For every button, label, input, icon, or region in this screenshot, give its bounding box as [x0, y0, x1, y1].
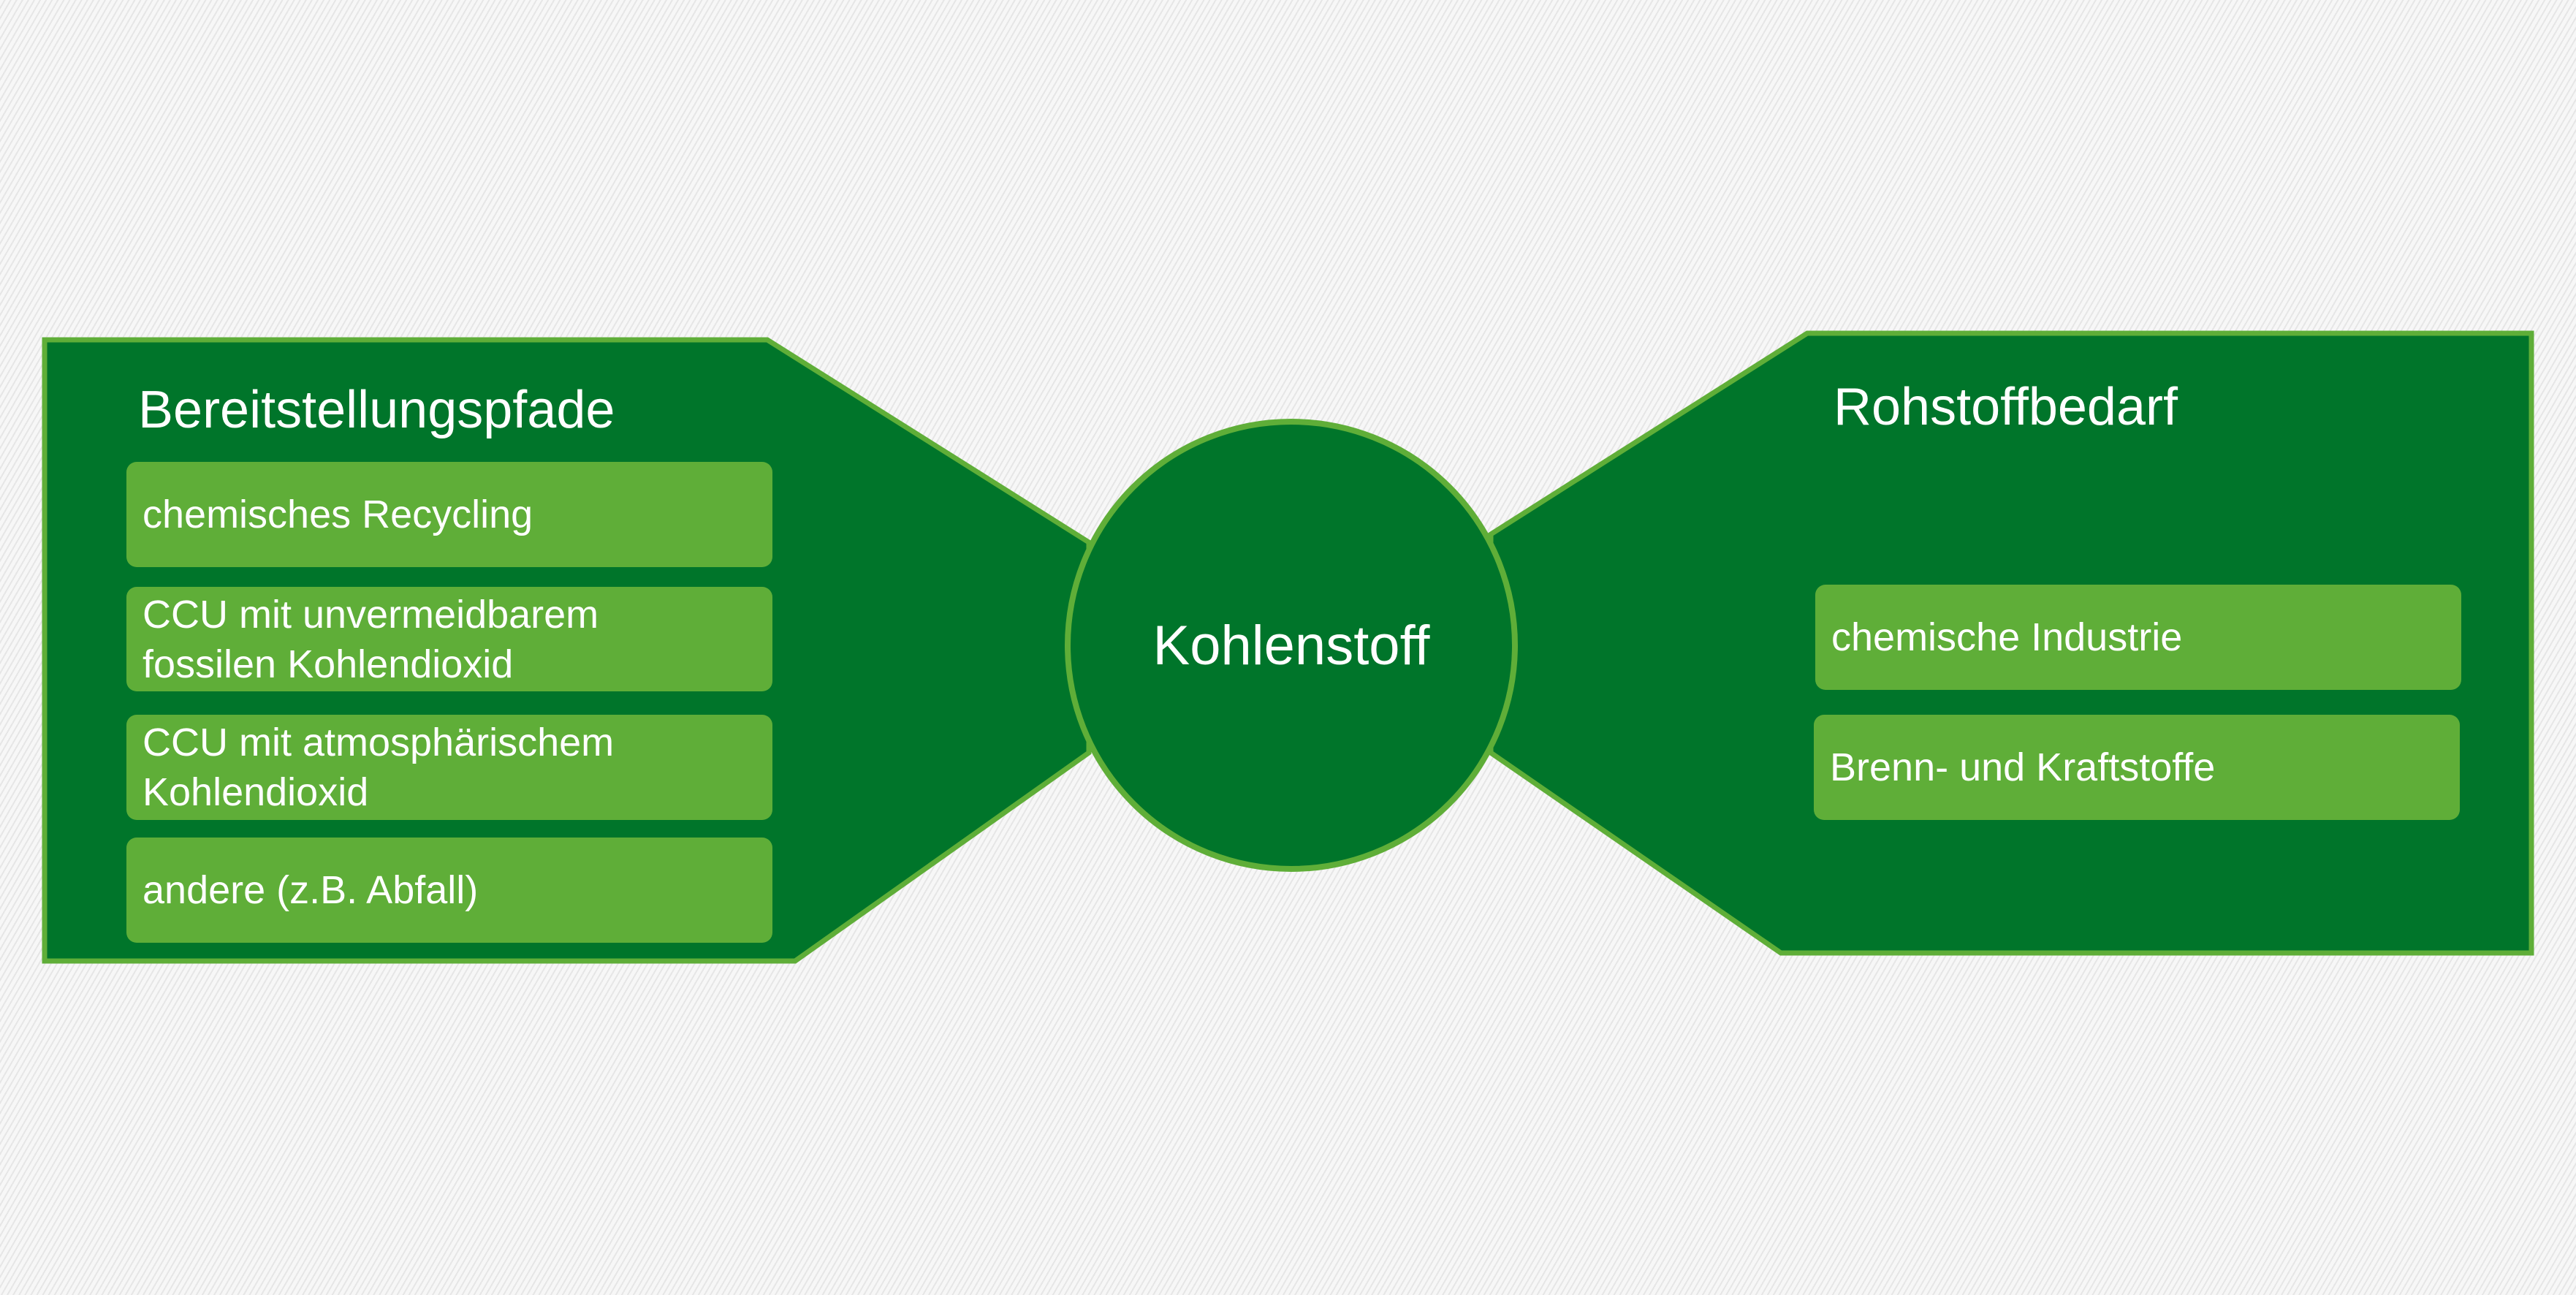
item-label: andere (z.B. Abfall) [143, 868, 479, 912]
item-label: CCU mit atmosphärischem [143, 721, 615, 764]
item-label: CCU mit unvermeidbarem [143, 592, 599, 637]
list-item: andere (z.B. Abfall) [126, 838, 772, 943]
center-label: Kohlenstoff [1152, 614, 1430, 677]
center-circle [1065, 419, 1518, 872]
item-label: fossilen Kohlendioxid [143, 642, 514, 686]
list-item: Brenn- und Kraftstoffe [1814, 715, 2460, 820]
item-label: Brenn- und Kraftstoffe [1830, 745, 2216, 789]
list-item: chemisches Recycling [126, 462, 772, 567]
list-item: CCU mit unvermeidbarem fossilen Kohlendio… [126, 587, 772, 691]
right-title: Rohstoffbedarf [1834, 378, 2178, 436]
left-title: Bereitstellungspfade [138, 381, 615, 439]
list-item: chemische Industrie [1815, 585, 2461, 690]
item-label: chemische Industrie [1831, 615, 2183, 659]
item-label: chemisches Recycling [143, 493, 533, 536]
item-label: Kohlendioxid [143, 770, 369, 814]
